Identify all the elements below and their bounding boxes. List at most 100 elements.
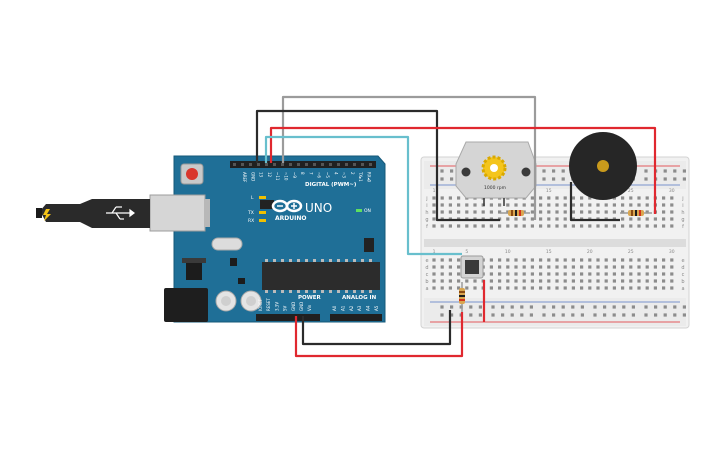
rail-hole[interactable] [612, 305, 616, 309]
breadboard-hole[interactable] [539, 265, 543, 269]
header-pin[interactable] [281, 163, 284, 166]
breadboard-hole[interactable] [530, 203, 534, 207]
breadboard-hole[interactable] [662, 224, 666, 228]
header-pin[interactable] [289, 163, 292, 166]
header-pin[interactable] [265, 163, 268, 166]
breadboard-hole[interactable] [522, 279, 526, 283]
rail-hole[interactable] [603, 305, 607, 309]
breadboard-hole[interactable] [588, 272, 592, 276]
breadboard-hole[interactable] [612, 265, 616, 269]
breadboard-hole[interactable] [612, 203, 616, 207]
breadboard-hole[interactable] [522, 203, 526, 207]
breadboard-hole[interactable] [571, 203, 575, 207]
resistor-motor[interactable] [500, 210, 530, 216]
breadboard-hole[interactable] [432, 196, 436, 200]
breadboard-hole[interactable] [489, 279, 493, 283]
breadboard-hole[interactable] [555, 210, 559, 214]
breadboard-hole[interactable] [530, 224, 534, 228]
breadboard-hole[interactable] [612, 210, 616, 214]
breadboard-hole[interactable] [629, 258, 633, 262]
breadboard-hole[interactable] [571, 272, 575, 276]
breadboard-hole[interactable] [637, 203, 641, 207]
breadboard-hole[interactable] [621, 279, 625, 283]
breadboard-hole[interactable] [506, 217, 510, 221]
breadboard-hole[interactable] [670, 224, 674, 228]
breadboard-hole[interactable] [596, 210, 600, 214]
rail-hole[interactable] [654, 313, 658, 317]
rail-hole[interactable] [450, 313, 454, 317]
breadboard-hole[interactable] [555, 265, 559, 269]
breadboard-hole[interactable] [563, 286, 567, 290]
wire-cyan[interactable] [264, 135, 462, 256]
breadboard-hole[interactable] [473, 224, 477, 228]
breadboard-hole[interactable] [514, 286, 518, 290]
breadboard-hole[interactable] [612, 258, 616, 262]
breadboard-hole[interactable] [662, 265, 666, 269]
header-pin[interactable] [297, 163, 300, 166]
breadboard-hole[interactable] [489, 272, 493, 276]
rail-hole[interactable] [529, 305, 533, 309]
wire-black-top[interactable] [255, 109, 500, 222]
breadboard-hole[interactable] [604, 265, 608, 269]
rail-hole[interactable] [501, 313, 505, 317]
rail-hole[interactable] [450, 169, 454, 173]
breadboard-hole[interactable] [481, 203, 485, 207]
breadboard-hole[interactable] [596, 258, 600, 262]
rail-hole[interactable] [673, 313, 677, 317]
breadboard-hole[interactable] [530, 265, 534, 269]
breadboard-hole[interactable] [621, 265, 625, 269]
breadboard-hole[interactable] [539, 196, 543, 200]
rail-hole[interactable] [631, 313, 635, 317]
breadboard-hole[interactable] [522, 286, 526, 290]
breadboard-hole[interactable] [580, 279, 584, 283]
wire-red-top[interactable] [269, 126, 657, 214]
rail-hole[interactable] [593, 305, 597, 309]
rail-hole[interactable] [663, 169, 667, 173]
breadboard-hole[interactable] [621, 196, 625, 200]
breadboard-hole[interactable] [440, 272, 444, 276]
rail-hole[interactable] [552, 313, 556, 317]
breadboard-hole[interactable] [498, 279, 502, 283]
breadboard-hole[interactable] [662, 258, 666, 262]
rail-hole[interactable] [478, 313, 482, 317]
breadboard-hole[interactable] [588, 196, 592, 200]
breadboard-hole[interactable] [514, 258, 518, 262]
breadboard-hole[interactable] [547, 265, 551, 269]
breadboard-hole[interactable] [670, 217, 674, 221]
breadboard-hole[interactable] [432, 279, 436, 283]
breadboard-hole[interactable] [498, 258, 502, 262]
resistor-button[interactable] [459, 282, 465, 312]
breadboard-hole[interactable] [547, 196, 551, 200]
rail-hole[interactable] [440, 177, 444, 181]
breadboard-hole[interactable] [448, 224, 452, 228]
rail-hole[interactable] [593, 313, 597, 317]
wire-red-bottom[interactable] [294, 312, 464, 358]
breadboard-hole[interactable] [563, 210, 567, 214]
breadboard-hole[interactable] [645, 286, 649, 290]
breadboard-hole[interactable] [571, 279, 575, 283]
breadboard-hole[interactable] [571, 265, 575, 269]
breadboard-hole[interactable] [473, 203, 477, 207]
rail-hole[interactable] [644, 305, 648, 309]
breadboard-hole[interactable] [498, 286, 502, 290]
breadboard-hole[interactable] [489, 203, 493, 207]
breadboard-hole[interactable] [440, 286, 444, 290]
breadboard-hole[interactable] [457, 258, 461, 262]
header-pin[interactable] [337, 163, 340, 166]
breadboard-hole[interactable] [547, 286, 551, 290]
breadboard-hole[interactable] [645, 210, 649, 214]
breadboard-hole[interactable] [662, 210, 666, 214]
breadboard-hole[interactable] [489, 265, 493, 269]
breadboard-hole[interactable] [547, 279, 551, 283]
breadboard-hole[interactable] [432, 203, 436, 207]
breadboard-hole[interactable] [457, 265, 461, 269]
breadboard-hole[interactable] [514, 203, 518, 207]
breadboard-hole[interactable] [440, 210, 444, 214]
rail-hole[interactable] [561, 313, 565, 317]
breadboard-hole[interactable] [629, 203, 633, 207]
breadboard-hole[interactable] [612, 286, 616, 290]
breadboard-hole[interactable] [637, 279, 641, 283]
breadboard-hole[interactable] [596, 279, 600, 283]
breadboard-hole[interactable] [448, 272, 452, 276]
breadboard-hole[interactable] [653, 265, 657, 269]
